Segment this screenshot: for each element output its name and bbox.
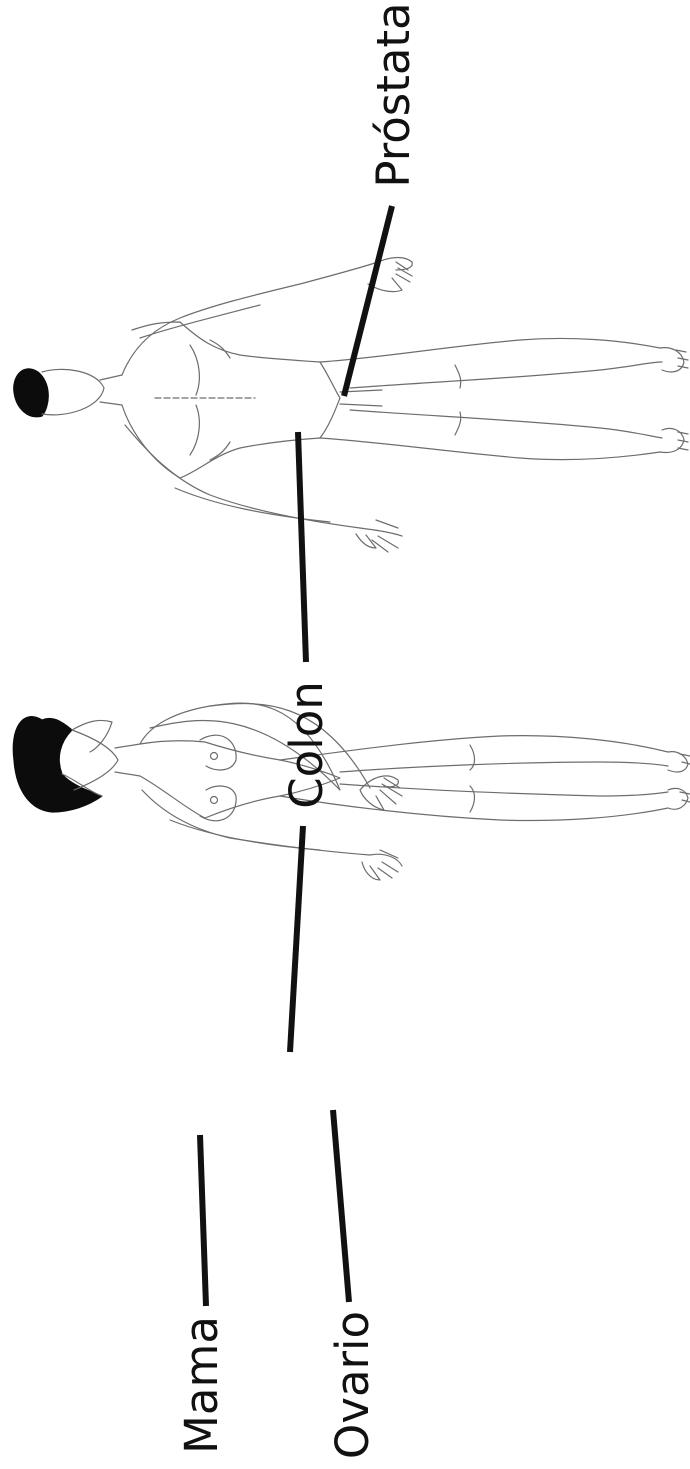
- prostata-pointer: [344, 206, 392, 396]
- labels: Próstata Colon Mama Ovario: [175, 2, 420, 1459]
- female-head: [72, 730, 118, 790]
- label-colon: Colon: [280, 681, 333, 809]
- female-figure: [13, 703, 690, 880]
- male-hair: [14, 369, 49, 417]
- male-figure: [14, 258, 688, 553]
- colon-pointer-female: [290, 826, 303, 1052]
- label-ovario: Ovario: [326, 1311, 379, 1459]
- label-mama: Mama: [175, 1316, 228, 1454]
- female-hair: [13, 717, 102, 812]
- mama-pointer: [200, 1135, 206, 1306]
- male-head: [42, 369, 104, 414]
- label-prostata: Próstata: [367, 2, 420, 187]
- ovario-pointer: [333, 1110, 349, 1302]
- colon-pointer-male: [298, 432, 306, 662]
